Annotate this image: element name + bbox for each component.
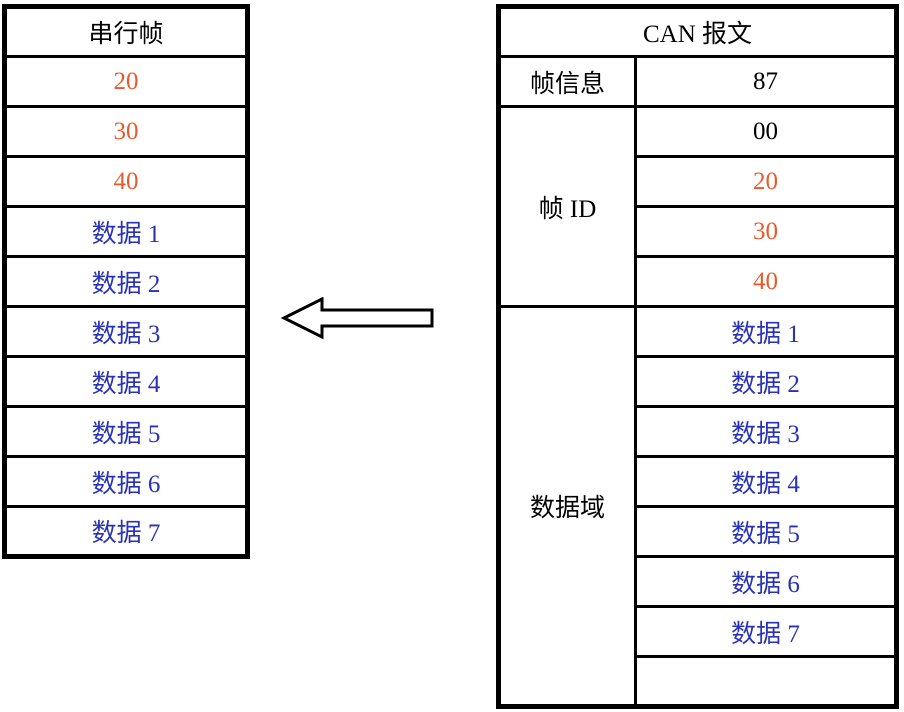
table-row: 数据 5 [3, 405, 249, 458]
table-row: 数据 3 [499, 405, 898, 458]
table-cell: 数据 2 [634, 355, 898, 408]
table-row: 20 [3, 55, 249, 108]
table-cell: 87 [634, 55, 898, 108]
table-row [499, 655, 898, 708]
table-cell: 数据 3 [3, 305, 249, 358]
table-cell: 30 [634, 205, 898, 258]
frame-id-label: 帧 ID [497, 105, 637, 308]
table-row: 数据域 数据 1 [497, 305, 898, 708]
table-row: 数据 6 [499, 555, 898, 608]
table-cell: 数据 5 [3, 405, 249, 458]
table-cell: 20 [3, 55, 249, 108]
table-cell: 数据 7 [634, 605, 898, 658]
table-row: 数据 4 [3, 355, 249, 408]
table-row: 数据 5 [499, 505, 898, 558]
table-row: 数据 1 [3, 205, 249, 258]
table-cell: 数据 4 [634, 455, 898, 508]
table-row: 数据 2 [499, 355, 898, 408]
table-cell: 数据 3 [634, 405, 898, 458]
table-cell: 数据 6 [3, 455, 249, 508]
data-field-label: 数据域 [497, 305, 637, 708]
serial-frame-table: 串行帧 20 30 40 数据 1 数据 2 数据 3 数据 4 数据 5 数据… [2, 4, 250, 559]
table-cell: 数据 1 [3, 205, 249, 258]
table-cell: 40 [3, 155, 249, 208]
table-row: 帧信息 87 [497, 55, 898, 108]
table-cell: 数据 2 [3, 255, 249, 308]
table-row: 40 [3, 155, 249, 208]
table-row: 数据 6 [3, 455, 249, 508]
table-header-row: CAN 报文 [497, 5, 898, 58]
table-cell: 数据 7 [3, 505, 249, 558]
table-cell: 数据 1 [634, 305, 898, 358]
serial-frame-title: 串行帧 [3, 5, 249, 58]
table-row: 30 [499, 205, 898, 258]
table-row: 数据 3 [3, 305, 249, 358]
can-message-title: CAN 报文 [497, 5, 898, 58]
table-row: 20 [499, 155, 898, 208]
table-cell: 30 [3, 105, 249, 158]
table-row: 数据 4 [499, 455, 898, 508]
table-header-row: 串行帧 [3, 5, 249, 58]
table-row: 数据 7 [499, 605, 898, 658]
table-row: 30 [3, 105, 249, 158]
can-message-table: CAN 报文 帧信息 87 帧 ID 00 20 30 40 数据域 数据 1 … [496, 4, 899, 709]
table-cell: 数据 4 [3, 355, 249, 408]
table-cell [634, 655, 898, 708]
table-row: 40 [499, 255, 898, 308]
table-cell: 数据 6 [634, 555, 898, 608]
table-row: 帧 ID 00 [497, 105, 898, 308]
left-arrow-icon [280, 296, 436, 341]
table-row: 数据 7 [3, 505, 249, 558]
table-cell: 00 [634, 105, 898, 158]
frame-info-label: 帧信息 [497, 55, 637, 108]
table-cell: 20 [634, 155, 898, 208]
table-cell: 40 [634, 255, 898, 308]
table-cell: 数据 5 [634, 505, 898, 558]
table-row: 数据 2 [3, 255, 249, 308]
